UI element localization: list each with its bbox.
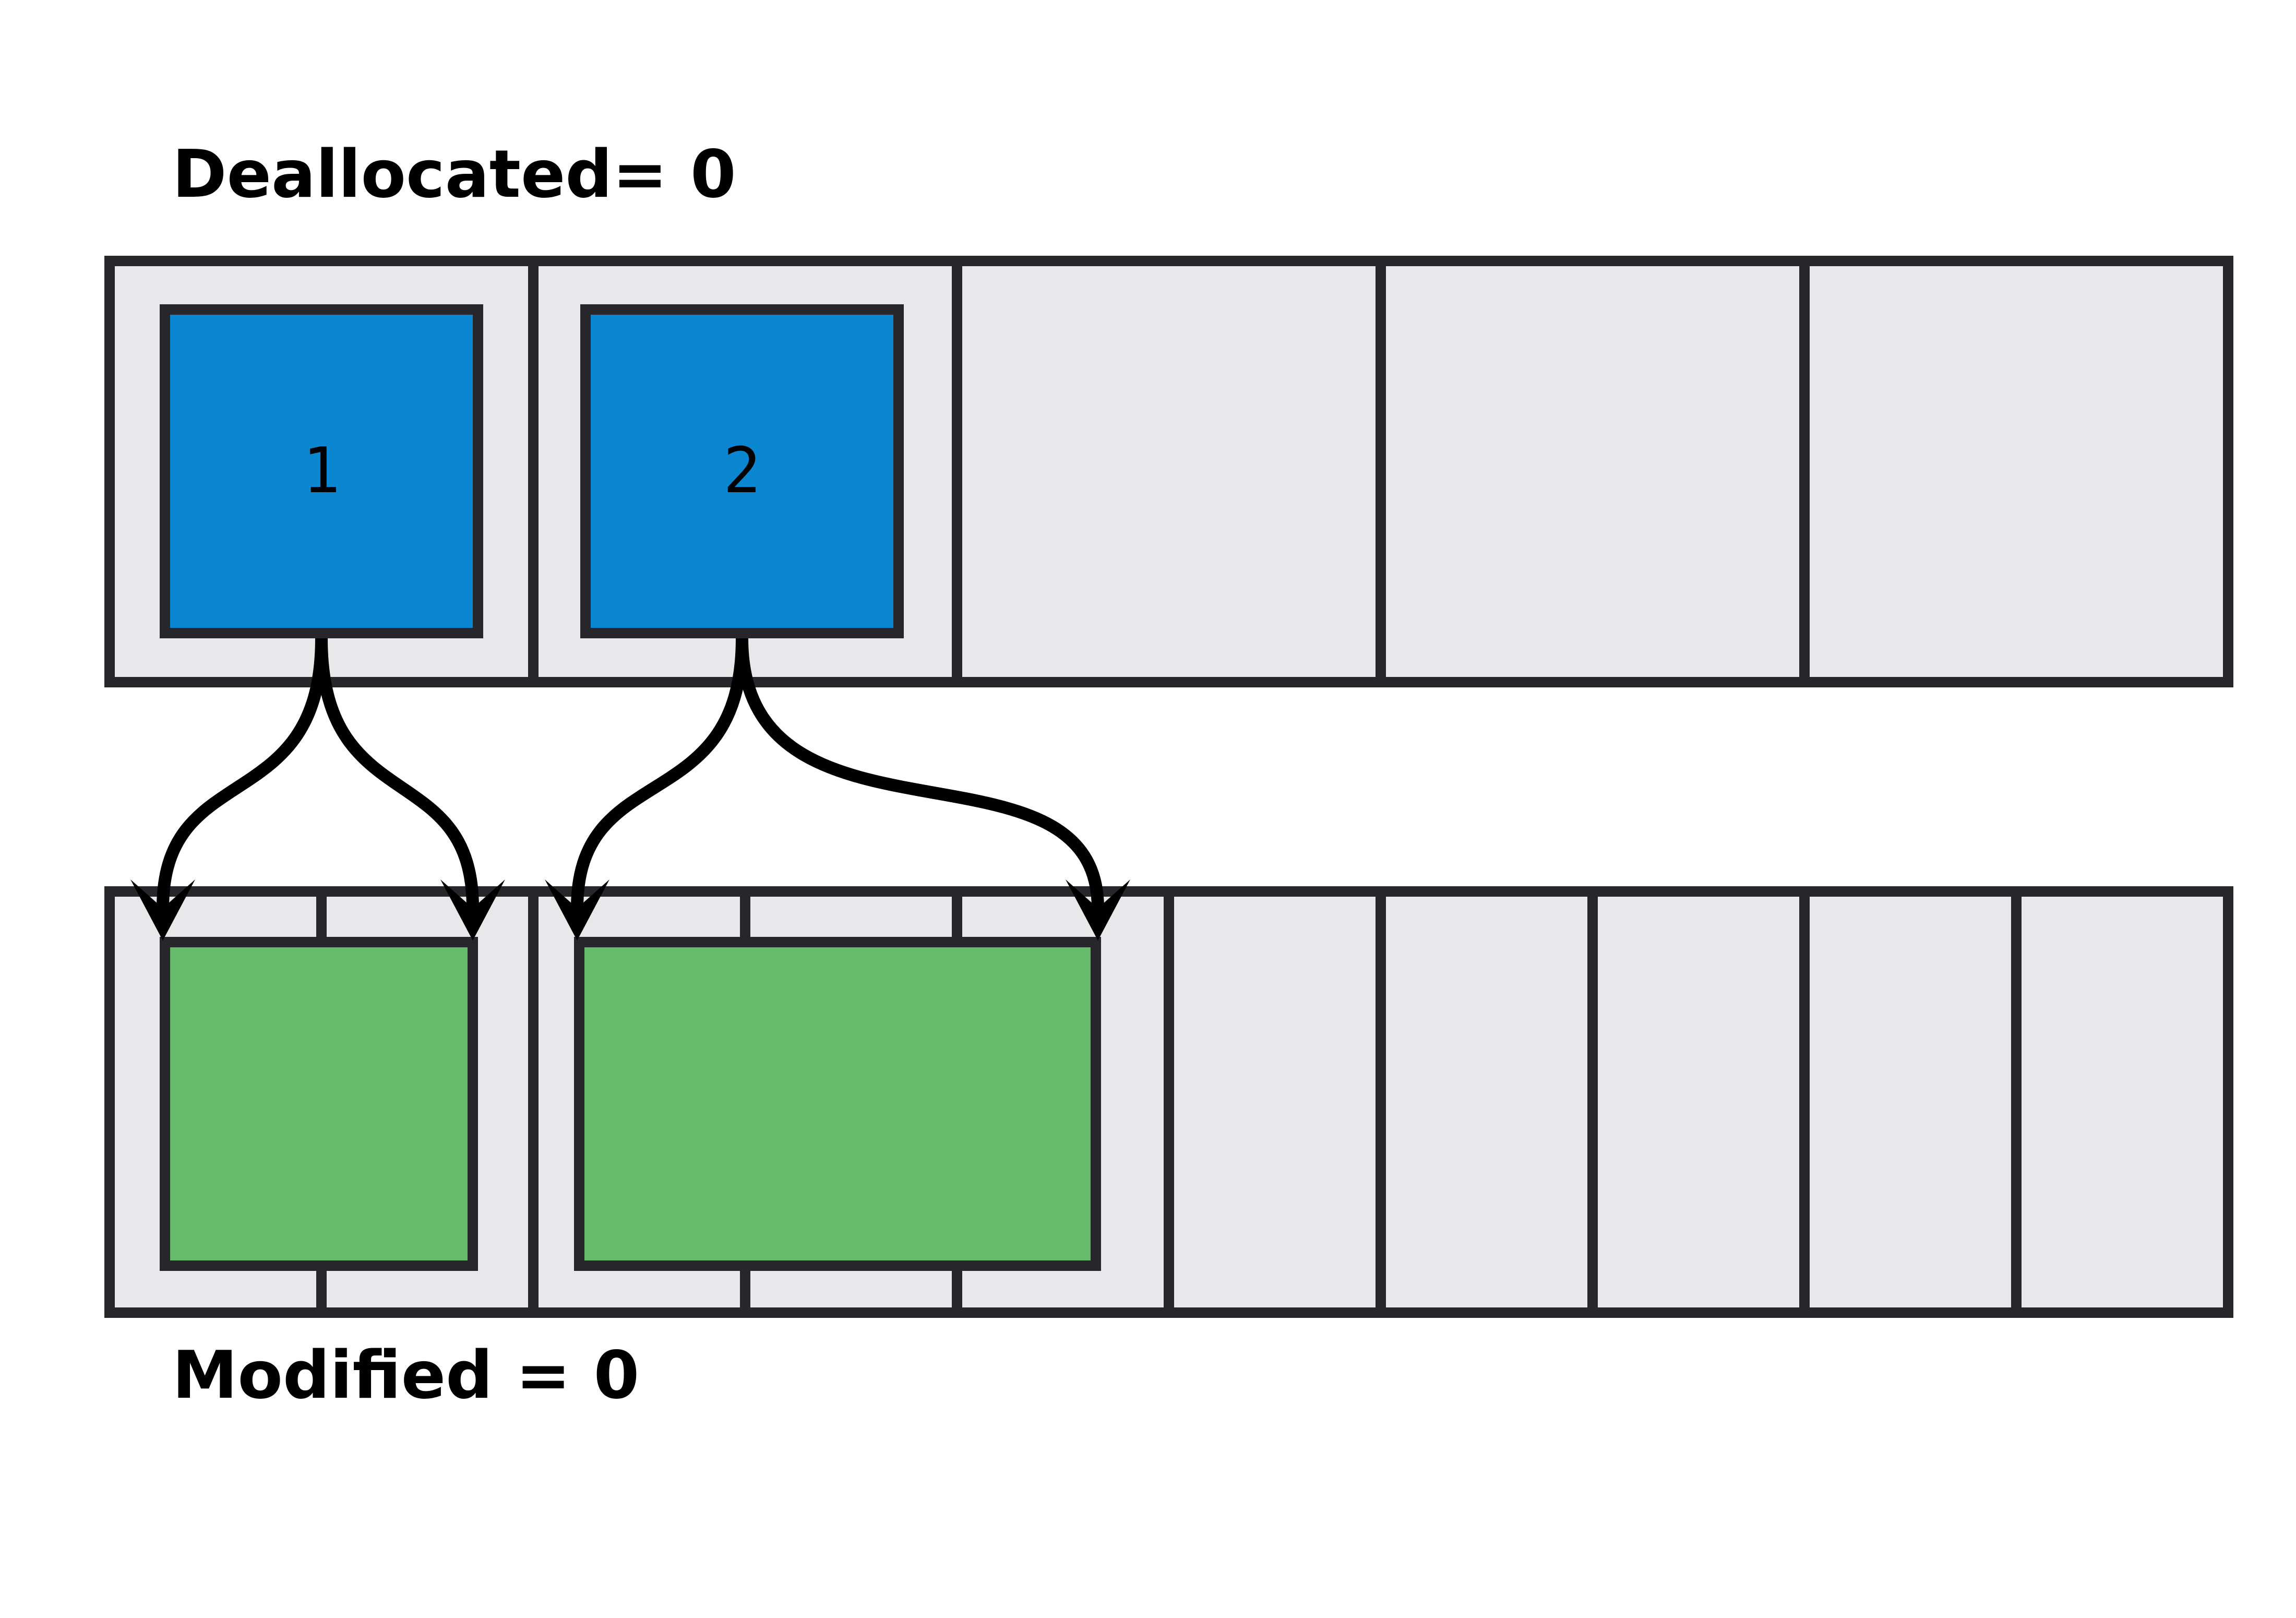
allocated-block-2-number: 2: [723, 435, 761, 507]
modified-cell-5: [962, 897, 1174, 1307]
modified-cell-8: [1598, 897, 1810, 1307]
modified-cell-7: [1386, 897, 1598, 1307]
deallocated-cell-5: [1810, 266, 2223, 677]
modified-label: Modified = 0: [172, 1337, 640, 1413]
deallocated-cell-2: [539, 266, 962, 677]
modified-cell-9: [1810, 897, 2022, 1307]
modified-cell-6: [1174, 897, 1386, 1307]
deallocated-cell-3: [962, 266, 1386, 677]
allocated-block-1: 1: [160, 304, 483, 638]
allocated-block-2: 2: [580, 304, 904, 638]
deallocated-cell-4: [1386, 266, 1810, 677]
modified-cell-10: [2022, 897, 2223, 1307]
modified-span-2: [574, 937, 1101, 1271]
modified-cell-2: [327, 897, 539, 1307]
deallocated-label: Deallocated= 0: [172, 136, 736, 212]
modified-span-1: [160, 937, 478, 1271]
deallocated-cell-1: [115, 266, 539, 677]
allocated-block-1-number: 1: [302, 435, 341, 507]
